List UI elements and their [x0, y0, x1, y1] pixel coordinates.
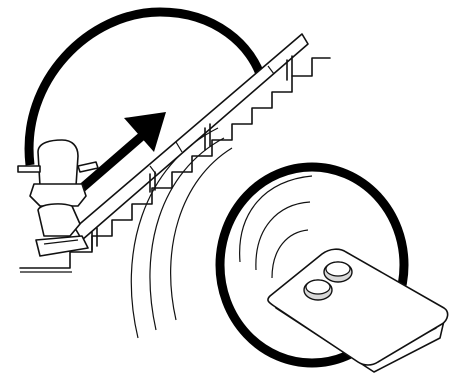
remote-button-right	[324, 262, 352, 282]
chair-footrest	[36, 236, 88, 256]
chair-armrest-left	[18, 166, 40, 172]
chair-carriage	[38, 204, 80, 236]
chair-backrest	[38, 140, 78, 186]
wireless-signal-waves-icon	[131, 128, 232, 338]
remote-button-left	[304, 280, 332, 300]
chair-seat	[30, 184, 86, 206]
remote-control-icon	[268, 249, 448, 372]
chair-armrest-right	[78, 162, 98, 172]
